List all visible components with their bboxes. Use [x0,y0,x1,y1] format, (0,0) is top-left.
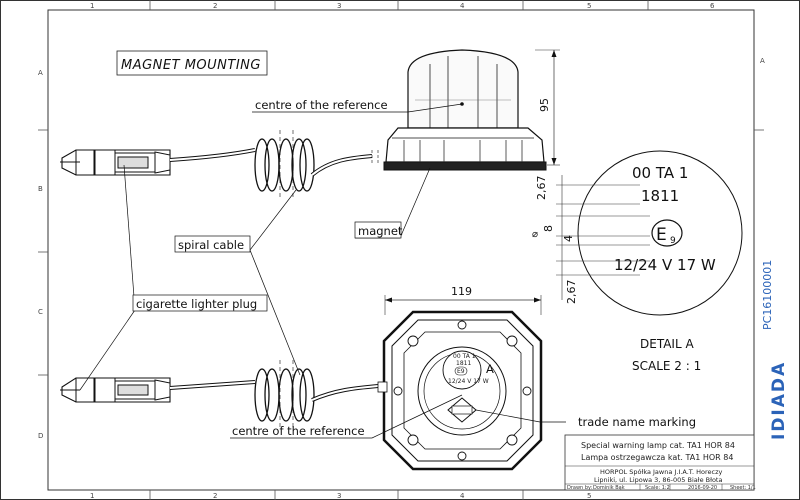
label-centre-top: centre of the reference [255,98,388,112]
grid-columns-bottom: 1 2 3 4 5 [90,492,591,500]
grid-col-2: 2 [213,2,217,10]
top-cable-assembly [60,130,379,200]
grid-ticks [38,0,764,500]
top-marking-l4: 12/24 V 17 W [448,378,489,385]
grid-col-1b: 1 [90,492,94,500]
document-id: PC16100001 [761,260,774,330]
tb-scale: Scale: 1:2 [645,485,670,491]
grid-row-b: B [38,185,43,193]
lamp-top-view: 119 00 TA 1 1811 E9 12/24 V 17 W A [377,285,543,471]
grid-col-4b: 4 [460,492,465,500]
detail-emark-num: 9 [670,236,676,246]
drawing-title: MAGNET MOUNTING [121,58,261,73]
detail-emark: E [656,225,667,245]
grid-rows-right: A [760,57,765,65]
grid-col-1: 1 [90,2,94,10]
dim-height: 95 [538,98,551,112]
tb-sheet: Sheet: 1/1 [730,485,756,491]
grid-row-a-r: A [760,57,765,65]
grid-rows-left: A B C D [38,69,43,440]
title-block: Special warning lamp cat. TA1 HOR 84 Lam… [564,434,756,491]
tb-line4: Lipniki, ul. Lipowa 3, 86-005 Białe Błot… [594,476,722,484]
label-trade-name: trade name marking [578,415,696,429]
detail-a: 00 TA 1 1811 E 9 12/24 V 17 W 2,67 8 ⌀ 4… [532,150,743,373]
grid-row-c: C [38,308,43,316]
label-plug: cigarette lighter plug [136,297,257,311]
detail-line1: 00 TA 1 [632,164,688,182]
grid-columns-top: 1 2 3 4 5 6 [90,2,715,10]
detail-line2: 1811 [641,187,679,205]
tb-line3: HORPOL Spółka Jawna J.I.A.T. Horeczy [600,468,722,476]
tb-name: Dominik Bąk [593,485,625,491]
frame-border [47,9,755,491]
title-box [116,50,268,76]
label-centre-bottom: centre of the reference [232,424,365,438]
dim-d2: 8 [542,225,555,232]
detail-scale: SCALE 2 : 1 [632,359,701,373]
detail-line4: 12/24 V 17 W [614,256,716,274]
grid-col-3b: 3 [337,492,341,500]
dim-d4: 2,67 [565,280,578,305]
detail-caption: DETAIL A [640,337,694,351]
top-marking-l2: 1811 [456,360,471,367]
grid-col-2b: 2 [213,492,217,500]
grid-col-4: 4 [460,2,465,10]
tb-line2: Lampa ostrzegawcza kat. TA1 HOR 84 [581,453,733,462]
tb-drawn: Drawn by: [567,485,593,491]
grid-col-5b: 5 [587,492,591,500]
dim-width: 119 [451,285,472,298]
detail-ref-letter: A [486,362,494,376]
top-marking-l1: 00 TA 1 [453,353,476,360]
dim-d3: 4 [562,235,575,242]
label-magnet: magnet [358,224,403,238]
grid-col-6: 6 [710,2,715,10]
tb-line1: Special warning lamp cat. TA1 HOR 84 [581,441,735,450]
label-spiral-cable: spiral cable [178,238,244,252]
top-marking-l3: E9 [457,368,465,375]
brand-logo: IDIADA [769,361,789,440]
label-group: centre of the reference magnet spiral ca… [132,98,696,438]
grid-col-5: 5 [587,2,591,10]
bottom-cable-assembly [60,360,379,430]
diameter-symbol: ⌀ [532,229,538,240]
grid-col-3: 3 [337,2,341,10]
grid-row-a: A [38,69,43,77]
lamp-side-view: 95 [383,49,560,171]
tb-date: 2016-09-20 [688,485,717,491]
grid-row-d: D [38,432,43,440]
dim-d1: 2,67 [535,176,548,201]
